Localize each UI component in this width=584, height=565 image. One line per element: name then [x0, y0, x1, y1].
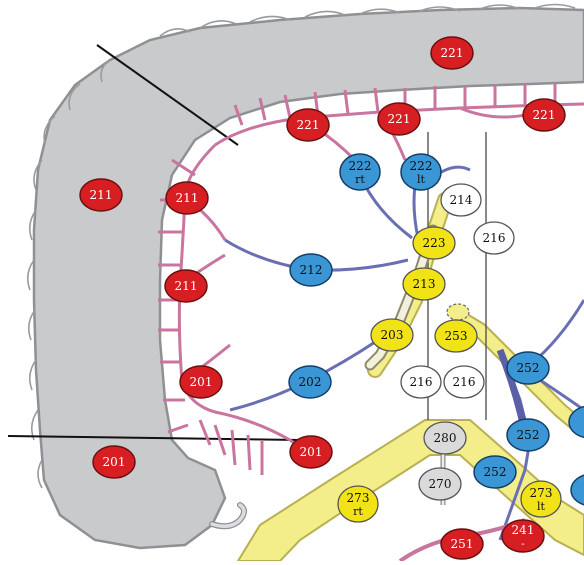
node-label: 252: [517, 361, 540, 375]
node-label: 203: [381, 328, 404, 342]
node-label: 273: [347, 491, 370, 505]
node-221c: 221: [378, 103, 420, 135]
node-216a: 216: [474, 222, 514, 254]
node-label: 214: [450, 193, 473, 207]
node-273-lt: 273 lt: [521, 481, 561, 517]
node-label: 221: [388, 112, 411, 126]
node-sublabel-partial: -: [521, 539, 524, 550]
node-216c: 216: [444, 366, 484, 398]
node-label: 216: [410, 375, 433, 389]
node-label: 216: [483, 231, 506, 245]
node-221a: 221: [431, 37, 473, 69]
node-label: 211: [176, 191, 199, 205]
node-blue-partial-2: [571, 474, 584, 506]
node-270: 270: [419, 468, 461, 500]
node-241: 241 -: [502, 520, 544, 552]
node-221b: 221: [287, 109, 329, 141]
node-211b: 211: [166, 182, 208, 214]
node-label: 251: [451, 537, 474, 551]
node-201c: 201: [93, 446, 135, 478]
node-201a: 201: [180, 366, 222, 398]
node-label: 241: [512, 523, 535, 537]
node-label: 201: [103, 455, 126, 469]
node-222-lt: 222 lt: [401, 154, 441, 190]
node-221d: 221: [523, 99, 565, 131]
node-211c: 211: [165, 270, 207, 302]
node-label: 280: [434, 431, 457, 445]
node-216b: 216: [401, 366, 441, 398]
node-sublabel: lt: [537, 500, 546, 513]
node-label: 270: [429, 477, 452, 491]
node-label: 252: [484, 465, 507, 479]
node-253: 253: [435, 320, 477, 352]
node-sublabel: lt: [417, 173, 426, 186]
node-label: 223: [423, 236, 446, 250]
node-211a: 211: [80, 179, 122, 211]
node-212: 212: [290, 254, 332, 286]
node-label: 221: [533, 108, 556, 122]
node-252b: 252: [507, 419, 549, 451]
node-223: 223: [413, 227, 455, 259]
node-label: 201: [190, 375, 213, 389]
node-203: 203: [371, 319, 413, 351]
node-273-rt: 273 rt: [338, 486, 378, 522]
node-280: 280: [424, 422, 466, 454]
node-252c: 252: [474, 456, 516, 488]
node-label: 252: [517, 428, 540, 442]
node-202: 202: [289, 366, 331, 398]
node-label: 211: [175, 279, 198, 293]
node-label: 216: [453, 375, 476, 389]
node-201b: 201: [290, 436, 332, 468]
node-sublabel: rt: [353, 505, 363, 518]
node-252a: 252: [507, 352, 549, 384]
node-label: 273: [530, 486, 553, 500]
node-label: 213: [413, 277, 436, 291]
node-label: 222: [410, 159, 433, 173]
node-label: 202: [299, 375, 322, 389]
node-label: 201: [300, 445, 323, 459]
node-label: 222: [349, 159, 372, 173]
node-label: 221: [441, 46, 464, 60]
node-214: 214: [441, 184, 481, 216]
origin-dashed-marker: [447, 304, 469, 320]
node-sublabel: rt: [355, 173, 365, 186]
node-label: 211: [90, 188, 113, 202]
node-label: 212: [300, 263, 323, 277]
node-222-rt: 222 rt: [340, 154, 380, 190]
node-label: 221: [297, 118, 320, 132]
node-213: 213: [403, 268, 445, 300]
node-251: 251: [441, 529, 483, 559]
node-label: 253: [445, 329, 468, 343]
